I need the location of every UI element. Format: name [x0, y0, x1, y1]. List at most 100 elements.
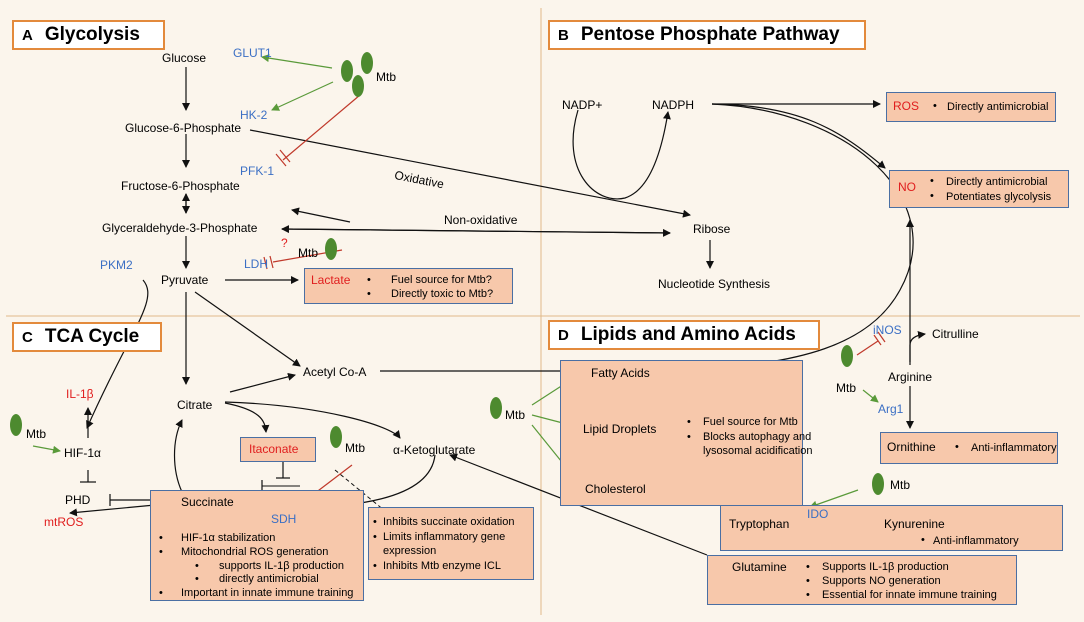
panel-b-letter: B — [558, 26, 569, 44]
mtb-bacterium-icon — [361, 52, 373, 74]
mtb-label-lipids: Mtb — [505, 408, 526, 422]
pfk1-label: PFK-1 — [240, 164, 275, 178]
glutamine-item: Supports IL-1β production — [822, 561, 949, 573]
ros-box: ROS • Directly antimicrobial — [886, 92, 1056, 122]
mtb-bacterium-icon — [352, 75, 364, 97]
glutamine-box: Glutamine • Supports IL-1β production • … — [707, 555, 1017, 605]
glutamine-item: Supports NO generation — [822, 575, 941, 587]
succinate-item: HIF-1α stabilization — [181, 532, 276, 544]
panel-b-title: B Pentose Phosphate Pathway — [548, 20, 866, 50]
succinate-item: Mitochondrial ROS generation — [181, 546, 329, 558]
nadp-label: NADP+ — [562, 98, 603, 112]
lactate-item: Directly toxic to Mtb? — [391, 288, 494, 300]
panel-c-name: TCA Cycle — [44, 326, 140, 347]
ldh-label: LDH — [244, 257, 269, 271]
fatty-acids-label: Fatty Acids — [591, 366, 650, 380]
panel-d-name: Lipids and Amino Acids — [580, 324, 796, 345]
pyruvate-label: Pyruvate — [161, 273, 209, 287]
panel-c-letter: C — [22, 328, 33, 346]
mtb-bacterium-icon — [841, 345, 853, 367]
lipids-item: Fuel source for Mtb — [703, 416, 798, 428]
glut1-label: GLUT1 — [233, 46, 272, 60]
mtb-label-ido: Mtb — [890, 478, 911, 492]
ros-title: ROS — [893, 99, 920, 113]
panel-d-letter: D — [558, 326, 569, 344]
sdh-label: SDH — [271, 512, 297, 526]
f6p-label: Fructose-6-Phosphate — [121, 179, 240, 193]
itaconate-item: Inhibits Mtb enzyme ICL — [383, 560, 501, 572]
no-box: NO • Directly antimicrobial • Potentiate… — [889, 170, 1069, 208]
inos-label: iNOS — [873, 323, 902, 337]
ribose-label: Ribose — [693, 222, 731, 236]
citrulline-label: Citrulline — [932, 327, 979, 341]
succinate-item: Important in innate immune training — [181, 587, 354, 599]
succinate-box: Succinate SDH • HIF-1α stabilization • M… — [150, 490, 364, 601]
cholesterol-label: Cholesterol — [585, 482, 646, 496]
phd-label: PHD — [65, 493, 91, 507]
no-item: Potentiates glycolysis — [946, 191, 1052, 203]
mtros-label: mtROS — [44, 515, 84, 529]
succinate-title: Succinate — [181, 495, 234, 509]
ros-item: Directly antimicrobial — [947, 101, 1049, 113]
glutamine-title: Glutamine — [732, 560, 787, 574]
panel-a-letter: A — [22, 26, 33, 44]
lactate-item: Fuel source for Mtb? — [391, 274, 492, 286]
panel-a-title: A Glycolysis — [12, 20, 165, 50]
ido-label: IDO — [807, 507, 829, 521]
panel-d-title: D Lipids and Amino Acids — [548, 320, 820, 350]
mtb-label-sdh: Mtb — [345, 441, 366, 455]
mtb-bacterium-icon — [330, 426, 342, 448]
mtb-label-arginine: Mtb — [836, 381, 857, 395]
mtb-bacterium-icon — [341, 60, 353, 82]
lactate-box: Lactate • Fuel source for Mtb? • Directl… — [304, 268, 513, 304]
itaconate-item: expression — [383, 545, 437, 557]
ornithine-item: Anti-inflammatory — [971, 442, 1057, 454]
itaconate-box: Itaconate — [240, 437, 316, 462]
citrate-label: Citrate — [177, 398, 213, 412]
no-item: Directly antimicrobial — [946, 176, 1048, 188]
panel-c-title: C TCA Cycle — [12, 322, 162, 352]
lipid-droplets-label: Lipid Droplets — [583, 422, 657, 436]
tryptophan-item: Anti-inflammatory — [933, 535, 1019, 547]
mtb-label-tca: Mtb — [26, 427, 47, 441]
itaconate-title: Itaconate — [249, 442, 299, 456]
panel-a-name: Glycolysis — [44, 24, 140, 45]
no-title: NO — [898, 180, 916, 194]
mtb-label-ldh: Mtb — [298, 246, 319, 260]
itaconate-item: Inhibits succinate oxidation — [383, 516, 515, 528]
question-mark: ? — [281, 236, 288, 250]
succinate-item: supports IL-1β production — [219, 560, 344, 572]
non-oxidative-label: Non-oxidative — [444, 213, 518, 227]
acetyl-label: Acetyl Co-A — [303, 365, 367, 379]
nadph-label: NADPH — [652, 98, 695, 112]
pkm2-label: PKM2 — [100, 258, 133, 272]
il1b-label: IL-1β — [66, 387, 94, 401]
mtb-bacterium-icon — [10, 414, 22, 436]
kynurenine-label: Kynurenine — [884, 517, 945, 531]
itaconate-item: Limits inflammatory gene — [383, 531, 506, 543]
g3p-label: Glyceraldehyde-3-Phosphate — [102, 221, 258, 235]
hif-label: HIF-1α — [64, 446, 101, 460]
nucleotide-label: Nucleotide Synthesis — [658, 277, 771, 291]
g6p-label: Glucose-6-Phosphate — [125, 121, 242, 135]
akg-label: α-Ketoglutarate — [393, 443, 476, 457]
arg1-label: Arg1 — [878, 402, 904, 416]
glucose-label: Glucose — [162, 51, 207, 65]
tryptophan-label: Tryptophan — [729, 517, 790, 531]
tryptophan-box: Tryptophan IDO Kynurenine • Anti-inflamm… — [720, 505, 1063, 551]
lipids-box: Fatty Acids Lipid Droplets Cholesterol •… — [560, 360, 812, 506]
mtb-label-glycolysis: Mtb — [376, 70, 397, 84]
mtb-bacterium-icon — [325, 238, 337, 260]
mtb-bacterium-icon — [490, 397, 502, 419]
succinate-item: directly antimicrobial — [219, 573, 319, 585]
mtb-bacterium-icon — [872, 473, 884, 495]
lipids-item: lysosomal acidification — [703, 445, 813, 457]
ornithine-title: Ornithine — [887, 440, 936, 454]
itaconate-effects-box: • Inhibits succinate oxidation • Limits … — [368, 507, 534, 580]
panel-b-name: Pentose Phosphate Pathway — [580, 24, 840, 45]
arginine-label: Arginine — [888, 370, 933, 384]
lipids-item: Blocks autophagy and — [703, 431, 812, 443]
glutamine-item: Essential for innate immune training — [822, 589, 997, 601]
